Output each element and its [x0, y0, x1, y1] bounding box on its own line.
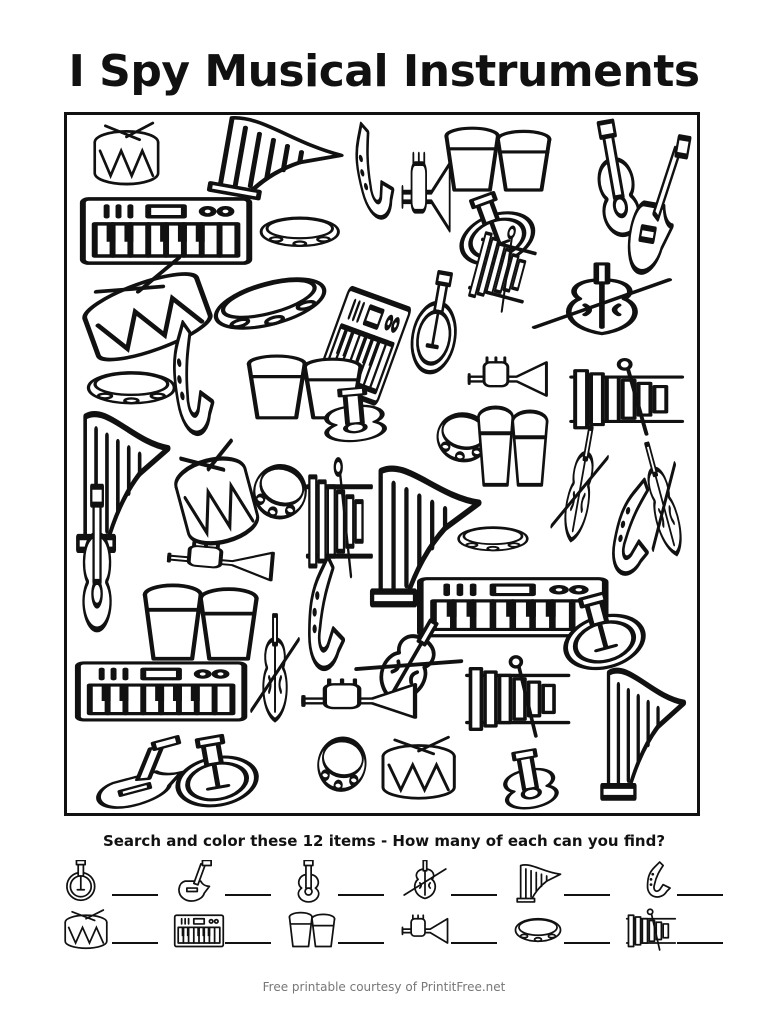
- trumpet-icon: [467, 356, 548, 397]
- key-item: [625, 858, 737, 906]
- harp-icon: [76, 410, 171, 553]
- tambourine-icon: [259, 216, 340, 247]
- answer-blank[interactable]: [338, 894, 384, 896]
- trumpet-icon: [301, 678, 418, 719]
- answer-key: [60, 858, 740, 968]
- acoustic-guitar-icon: [82, 483, 112, 633]
- acoustic-guitar-icon: [324, 386, 387, 443]
- acoustic-guitar-icon: [596, 118, 641, 237]
- saxophone-icon: [308, 553, 346, 672]
- tambourine-icon: [514, 917, 562, 943]
- tambourine-icon: [253, 464, 307, 520]
- tambourine-icon: [213, 277, 327, 330]
- key-item: [399, 858, 511, 906]
- violin-icon: [644, 441, 682, 557]
- answer-blank[interactable]: [112, 894, 158, 896]
- electric-guitar-icon: [178, 860, 212, 902]
- banjo-icon: [175, 733, 259, 808]
- harp-icon: [600, 667, 687, 801]
- banjo-icon: [410, 269, 457, 375]
- tambourine-icon: [457, 526, 529, 552]
- key-item: [286, 858, 398, 906]
- keyboard-icon: [173, 914, 225, 948]
- answer-blank[interactable]: [451, 942, 497, 944]
- instructions: Search and color these 12 items - How ma…: [102, 832, 666, 850]
- electric-guitar-icon: [96, 735, 184, 809]
- violin-icon: [531, 262, 673, 336]
- answer-blank[interactable]: [225, 894, 271, 896]
- xylophone-icon: [468, 225, 537, 313]
- key-item: [512, 858, 624, 906]
- bongos-icon: [444, 126, 552, 192]
- bongos-icon: [288, 911, 336, 948]
- tambourine-icon: [317, 736, 367, 792]
- answer-blank[interactable]: [451, 894, 497, 896]
- drum-icon: [82, 256, 213, 362]
- drum-icon: [174, 438, 260, 546]
- violin-icon: [550, 425, 609, 543]
- answer-blank[interactable]: [677, 942, 723, 944]
- keyboard-icon: [74, 661, 248, 722]
- bongos-icon: [142, 583, 259, 661]
- answer-blank[interactable]: [564, 894, 610, 896]
- answer-blank[interactable]: [677, 894, 723, 896]
- harp-icon: [369, 465, 482, 608]
- saxophone-icon: [646, 861, 671, 898]
- scene-canvas: [74, 116, 692, 810]
- trumpet-icon: [401, 914, 449, 944]
- key-item: [173, 858, 285, 906]
- saxophone-icon: [612, 477, 650, 576]
- key-item: [399, 906, 511, 954]
- footer-credit: Free printable courtesy of PrintitFree.n…: [262, 980, 506, 994]
- xylophone-icon: [625, 908, 677, 951]
- acoustic-guitar-icon: [503, 748, 559, 810]
- harp-icon: [206, 116, 344, 201]
- trumpet-icon: [401, 151, 451, 233]
- drum-icon: [93, 121, 160, 186]
- banjo-icon: [563, 591, 646, 671]
- key-item: [173, 906, 285, 954]
- xylophone-icon: [569, 358, 685, 436]
- tambourine-icon: [86, 371, 176, 405]
- harp-icon: [516, 863, 562, 903]
- answer-blank[interactable]: [338, 942, 384, 944]
- keyboard-icon: [416, 577, 609, 638]
- answer-blank[interactable]: [112, 942, 158, 944]
- tambourine-icon: [436, 412, 490, 463]
- answer-blank[interactable]: [564, 942, 610, 944]
- bongos-icon: [477, 405, 549, 487]
- page-title: I Spy Musical Instruments: [68, 46, 700, 97]
- xylophone-icon: [465, 655, 571, 738]
- drum-icon: [381, 735, 456, 800]
- answer-blank[interactable]: [225, 942, 271, 944]
- violin-icon: [354, 618, 464, 701]
- saxophone-icon: [172, 319, 215, 437]
- xylophone-icon: [305, 457, 373, 579]
- violin-icon: [250, 613, 300, 723]
- acoustic-guitar-icon: [297, 860, 320, 903]
- key-item: [512, 906, 624, 954]
- drum-icon: [64, 909, 108, 950]
- trumpet-icon: [166, 540, 275, 582]
- i-spy-scene: [64, 112, 700, 816]
- key-item: [60, 906, 172, 954]
- keyboard-icon: [79, 197, 253, 265]
- violin-icon: [403, 860, 447, 900]
- key-item: [286, 906, 398, 954]
- electric-guitar-icon: [627, 134, 692, 275]
- key-item: [60, 858, 172, 906]
- banjo-icon: [66, 860, 96, 902]
- saxophone-icon: [355, 121, 395, 220]
- key-item: [625, 906, 737, 954]
